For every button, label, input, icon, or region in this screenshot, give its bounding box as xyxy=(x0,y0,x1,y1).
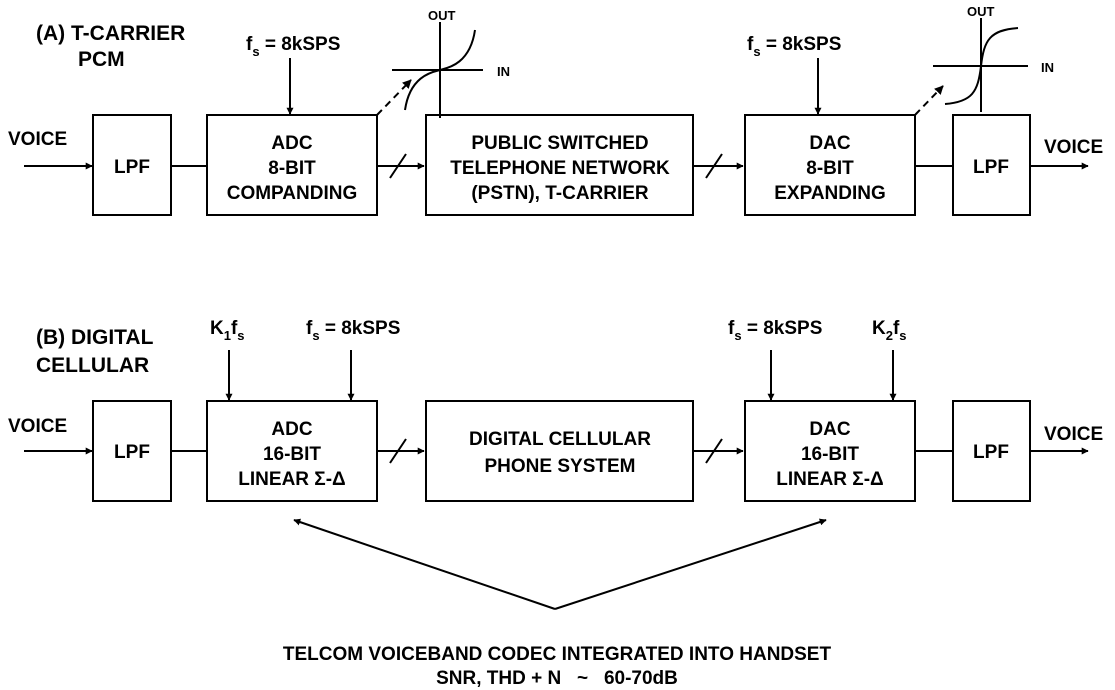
part-b-fs-right-label: fs = 8kSPS xyxy=(728,318,822,343)
part-b-adc-line3: LINEAR Σ-Δ xyxy=(238,469,345,490)
part-a-pstn-line2: TELEPHONE NETWORK xyxy=(450,158,670,179)
part-a-curve1-out-label: OUT xyxy=(428,8,456,23)
part-a-title-line2: PCM xyxy=(78,48,125,71)
part-a-curve1-in-label: IN xyxy=(497,64,510,79)
part-a-lpf-in-label: LPF xyxy=(114,157,150,178)
part-b-lpf-out-box xyxy=(952,400,1031,502)
part-a-pstn-line1: PUBLIC SWITCHED xyxy=(471,133,648,154)
part-a-curve2-in-label: IN xyxy=(1041,60,1054,75)
part-b-adc-line1: ADC xyxy=(271,419,312,440)
part-a-adc-line2: 8-BIT xyxy=(268,158,316,179)
part-b-adc-box xyxy=(206,400,378,502)
part-a-adc-line3: COMPANDING xyxy=(227,183,358,204)
part-b-bus-slash-2 xyxy=(705,438,723,464)
part-b-cellular-box xyxy=(425,400,694,502)
part-b-adc-line2: 16-BIT xyxy=(263,444,321,465)
part-a-lpf-in-box xyxy=(92,114,172,216)
part-a-pstn-box xyxy=(425,114,694,216)
part-b-dac-box xyxy=(744,400,916,502)
part-a-fs-right-label: fs = 8kSPS xyxy=(747,34,841,59)
part-b-lpf-out-label: LPF xyxy=(973,442,1009,463)
part-b-voice-input-label: VOICE xyxy=(8,416,67,437)
part-a-bus-slash-1 xyxy=(389,153,407,179)
part-b-title-line2: CELLULAR xyxy=(36,354,149,377)
caption-line1: TELCOM VOICEBAND CODEC INTEGRATED INTO H… xyxy=(283,644,832,665)
part-b-title-line1: (B) DIGITAL xyxy=(36,326,154,349)
part-b-k1fs-label: K1fs xyxy=(210,318,245,343)
codec-pointer-left-arrow xyxy=(293,518,556,610)
part-a-curve2-out-label: OUT xyxy=(967,4,995,19)
part-b-dac-line3: LINEAR Σ-Δ xyxy=(776,469,883,490)
part-b-fs-left-label: fs = 8kSPS xyxy=(306,318,400,343)
part-a-pstn-line3: (PSTN), T-CARRIER xyxy=(471,183,649,204)
part-a-adc-line1: ADC xyxy=(271,133,312,154)
compander-curve-icon xyxy=(392,22,483,118)
part-b-dac-line2: 16-BIT xyxy=(801,444,859,465)
part-b-lpf-in-label: LPF xyxy=(114,442,150,463)
part-a-voice-output-label: VOICE xyxy=(1044,137,1103,158)
caption-line2: SNR, THD + N ~ 60-70dB xyxy=(436,668,678,689)
part-a-fs-left-label: fs = 8kSPS xyxy=(246,34,340,59)
part-b-bus-slash-1 xyxy=(389,438,407,464)
part-b-voice-output-label: VOICE xyxy=(1044,424,1103,445)
part-b-cellular-line2: PHONE SYSTEM xyxy=(485,456,636,477)
part-a-dac-line1: DAC xyxy=(809,133,850,154)
codec-pointer-right-arrow xyxy=(554,518,827,610)
part-b-cellular-line1: DIGITAL CELLULAR xyxy=(469,429,651,450)
expander-curve-icon xyxy=(933,18,1028,112)
part-a-bus-slash-2 xyxy=(705,153,723,179)
part-a-dac-line2: 8-BIT xyxy=(806,158,854,179)
part-a-voice-input-label: VOICE xyxy=(8,129,67,150)
part-a-title-line1: (A) T-CARRIER xyxy=(36,22,185,45)
part-a-compander-pointer xyxy=(376,79,412,116)
part-a-expander-pointer xyxy=(914,85,944,116)
part-a-lpf-out-label: LPF xyxy=(973,157,1009,178)
part-b-dac-line1: DAC xyxy=(809,419,850,440)
part-b-k2fs-label: K2fs xyxy=(872,318,907,343)
part-a-adc-box xyxy=(206,114,378,216)
part-a-dac-box xyxy=(744,114,916,216)
part-a-dac-line3: EXPANDING xyxy=(774,183,886,204)
